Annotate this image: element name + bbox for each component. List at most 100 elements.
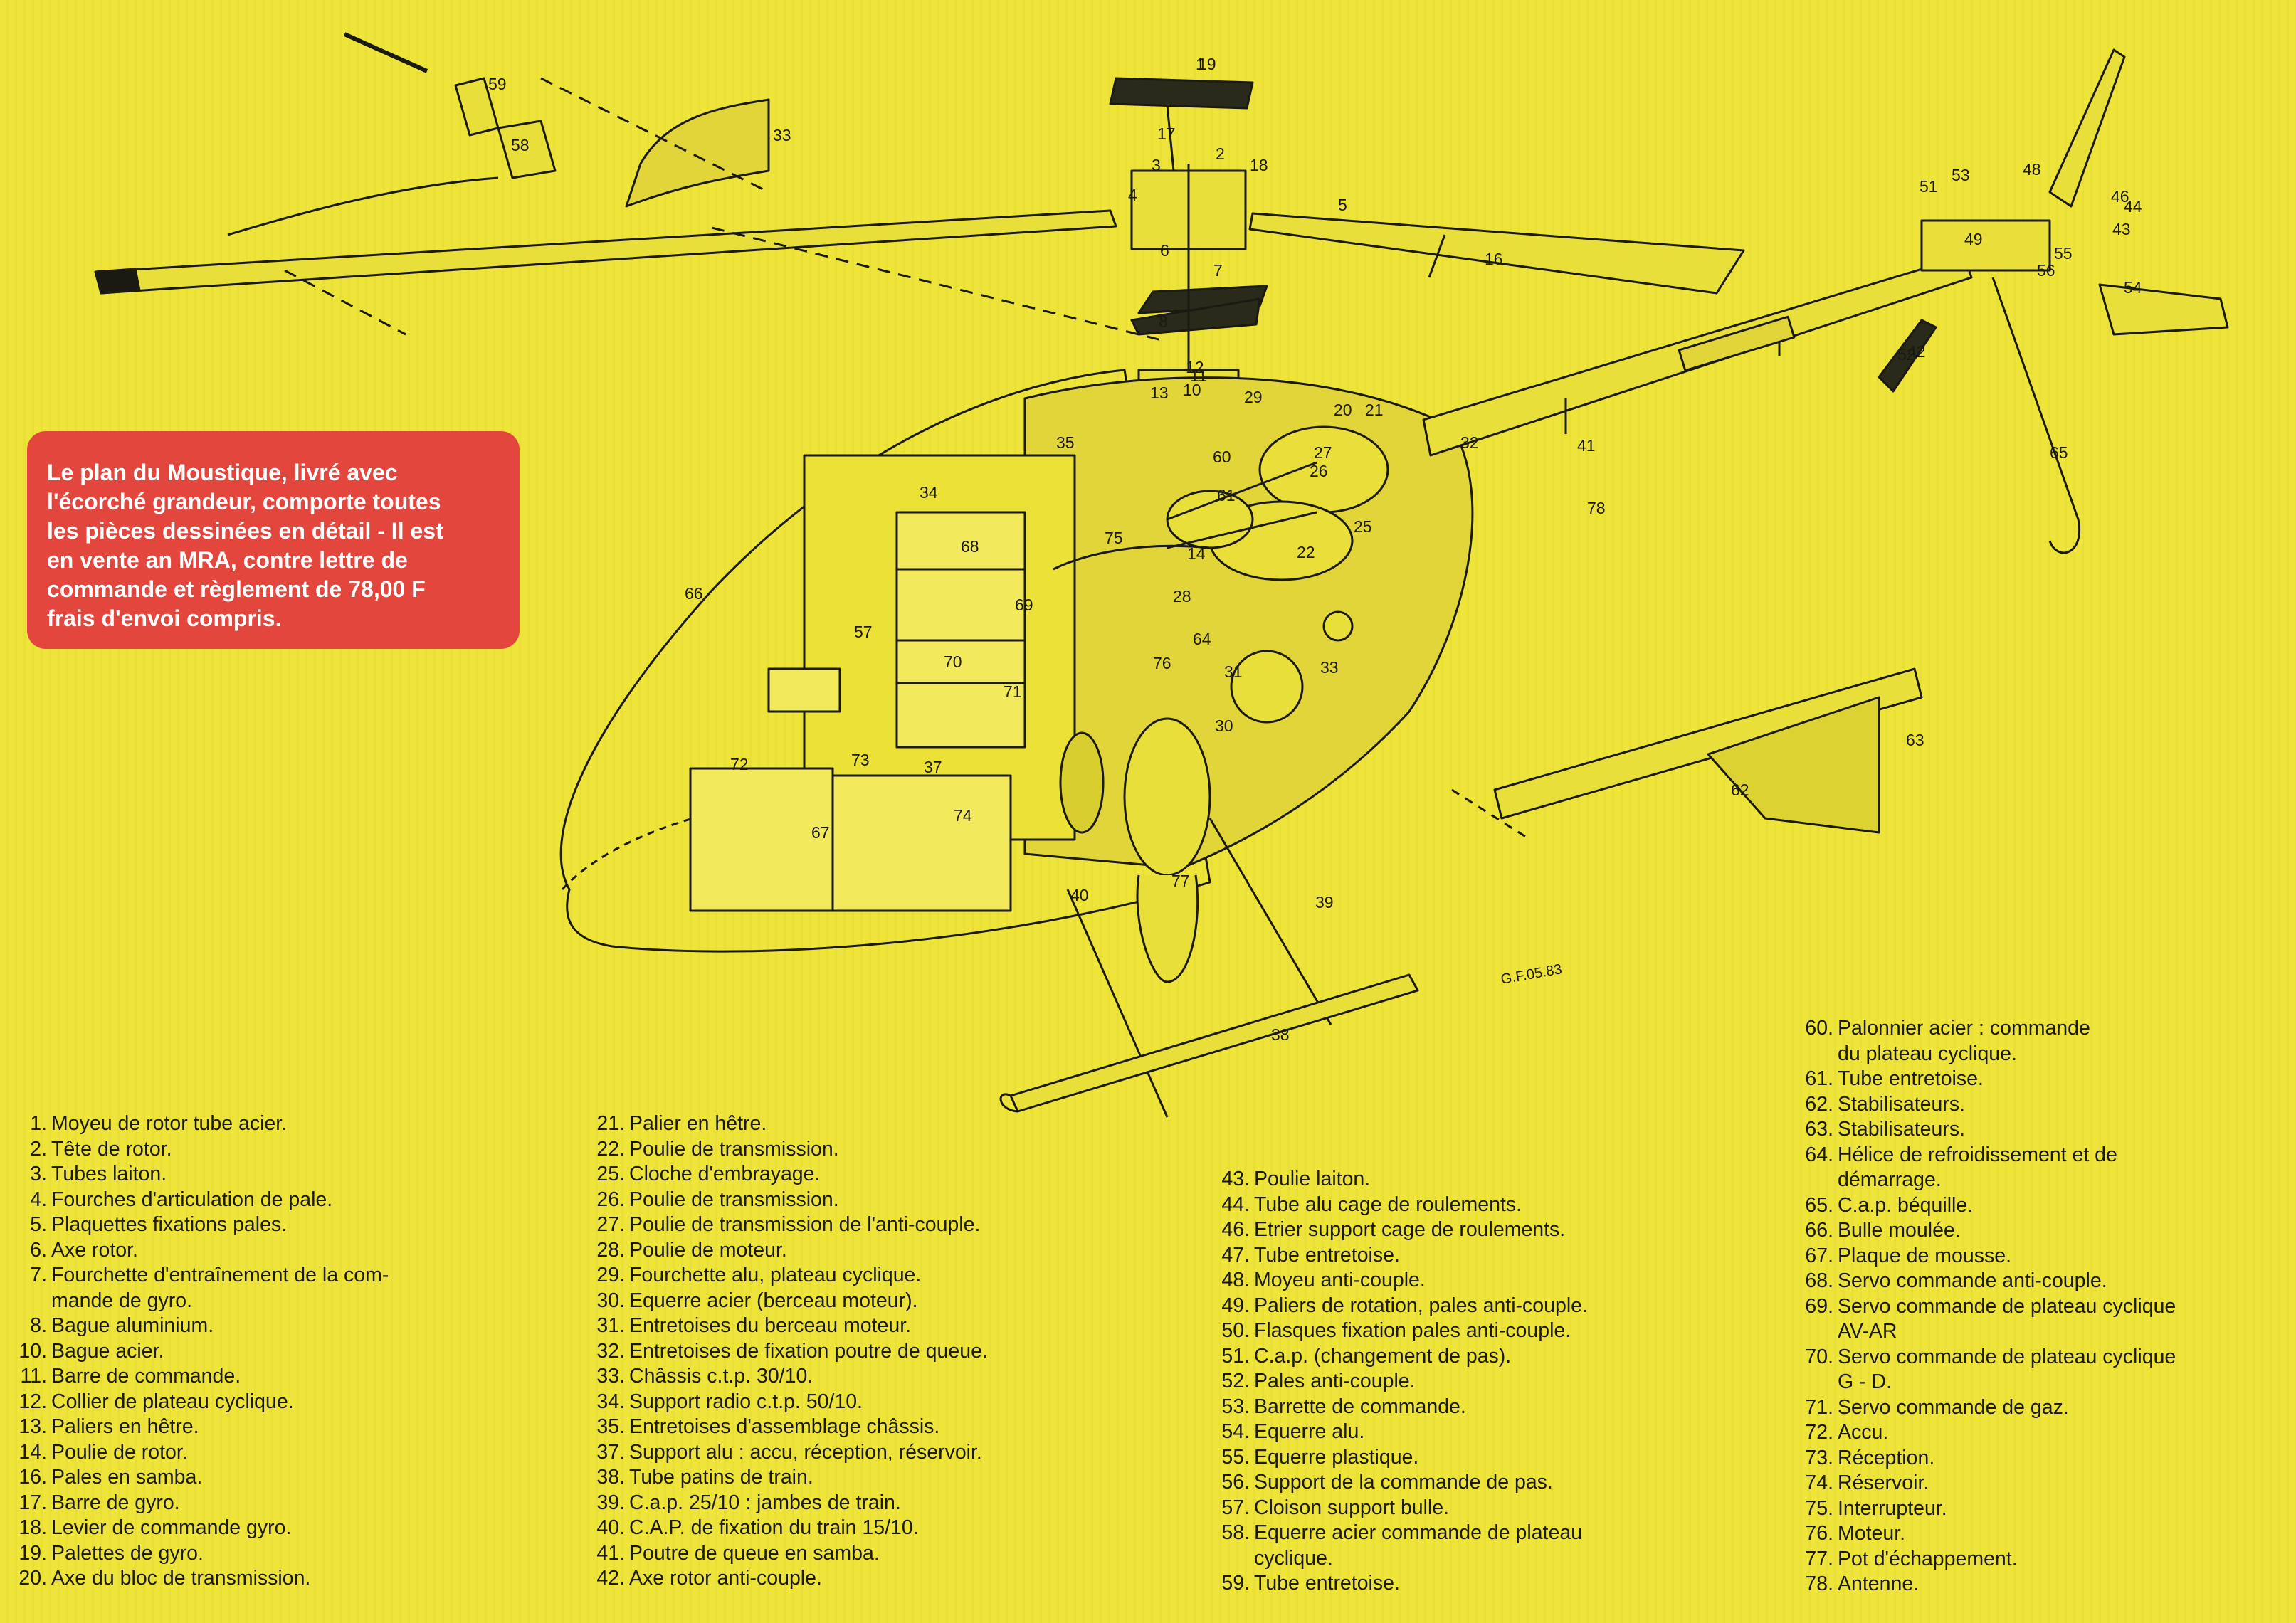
part-callout-label: 11 (1190, 366, 1207, 385)
legend-item-text: Levier de commande gyro. (51, 1516, 292, 1539)
legend-item-text: Support alu : accu, réception, réservoir… (629, 1440, 982, 1464)
legend-item-number: 37. (596, 1440, 625, 1464)
legend-item-text: Support radio c.t.p. 50/10. (629, 1390, 863, 1413)
legend-item: 43.Poulie laiton. (1210, 1167, 1850, 1193)
legend-item-text: Support de la commande de pas. (1254, 1471, 1553, 1494)
part-callout-label: 22 (1297, 543, 1315, 561)
gyro-paddles (1109, 77, 1268, 336)
legend-item: 54.Equerre alu. (1210, 1420, 1850, 1445)
part-callout-label: 66 (685, 584, 703, 603)
part-callout-label: 28 (1173, 587, 1191, 606)
legend-item: 38.Tube patins de train. (585, 1465, 1226, 1491)
legend-item-text: Hélice de refroidissement et de démarrag… (1838, 1143, 2117, 1192)
legend-item-number: 41. (596, 1541, 625, 1565)
legend-item-number: 71. (1805, 1395, 1833, 1419)
legend-item-text: Poulie de transmission de l'anti-couple. (629, 1213, 981, 1236)
legend-item-text: Poulie de transmission. (629, 1188, 839, 1211)
part-callout-label: 5 (1338, 196, 1347, 214)
part-callout-label: 14 (1187, 544, 1206, 563)
part-callout-label: 34 (920, 483, 938, 502)
legend-item-number: 44. (1221, 1193, 1250, 1216)
legend-item-text: Fourchette d'entraînement de la com- man… (51, 1264, 389, 1312)
part-callout-label: 63 (1906, 731, 1924, 749)
legend-item-text: Servo commande de gaz. (1838, 1395, 2069, 1419)
part-callout-label: 31 (1224, 662, 1243, 681)
part-callout-label: 57 (854, 623, 873, 641)
part-callout-label: 71 (1004, 682, 1022, 701)
main-rotor-blade-right (1248, 212, 1745, 295)
legend-item: 62.Stabilisateurs. (1794, 1092, 2292, 1118)
part-callout-label: 73 (851, 751, 870, 769)
legend-item: 32.Entretoises de fixation poutre de que… (585, 1339, 1226, 1365)
legend-item-number: 27. (596, 1213, 625, 1236)
legend-item: 47.Tube entretoise. (1210, 1243, 1850, 1269)
part-callout-label: 10 (1183, 381, 1201, 399)
part-callout-label: 70 (944, 652, 962, 671)
legend-item-text: Fourches d'articulation de pale. (51, 1188, 333, 1211)
legend-item-number: 18. (19, 1516, 47, 1539)
part-callout-label: 16 (1485, 250, 1503, 268)
legend-item: 55.Equerre plastique. (1210, 1445, 1850, 1471)
legend-item-number: 10. (19, 1339, 47, 1363)
legend-item-text: Etrier support cage de roulements. (1254, 1218, 1566, 1241)
legend-item-number: 73. (1805, 1446, 1833, 1469)
legend-item-text: Palier en hêtre. (629, 1112, 767, 1135)
part-callout-label: 69 (1015, 596, 1033, 614)
part-callout-label: 48 (2023, 160, 2041, 179)
legend-item-number: 19. (19, 1541, 47, 1565)
legend-item: 6.Axe rotor. (7, 1238, 598, 1264)
legend-item-text: Paliers en hêtre. (51, 1415, 199, 1438)
part-callout-label: 59 (488, 75, 507, 93)
legend-item-text: Stabilisateurs. (1838, 1092, 1966, 1116)
legend-item-number: 21. (596, 1112, 625, 1135)
legend-item-text: Poulie laiton. (1254, 1168, 1371, 1190)
legend-item-number: 65. (1805, 1193, 1833, 1217)
legend-item-number: 64. (1805, 1143, 1833, 1166)
legend-item: 26.Poulie de transmission. (585, 1188, 1226, 1213)
callout-text: Le plan du Moustique, livré avec l'écorc… (47, 460, 443, 631)
legend-item-text: Servo commande anti-couple. (1838, 1269, 2107, 1292)
legend-item: 50.Flasques fixation pales anti-couple. (1210, 1318, 1850, 1344)
part-callout-label: 76 (1153, 654, 1171, 672)
legend-item-text: Bulle moulée. (1838, 1219, 1961, 1242)
legend-item-number: 8. (30, 1314, 47, 1337)
legend-item: 66.Bulle moulée. (1794, 1218, 2292, 1244)
legend-item: 60.Palonnier acier : commande du plateau… (1794, 1016, 2292, 1067)
part-callout-label: 46 (2111, 187, 2129, 206)
legend-item-text: Barrette de commande. (1254, 1395, 1466, 1418)
legend-item-text: Paliers de rotation, pales anti-couple. (1254, 1294, 1588, 1317)
part-callout-label: 43 (2112, 220, 2131, 238)
legend-item: 10.Bague acier. (7, 1339, 598, 1365)
legend-item-number: 13. (19, 1415, 47, 1438)
part-callout-label: 8 (1159, 312, 1168, 331)
legend-item: 72.Accu. (1794, 1420, 2292, 1446)
legend-item: 21.Palier en hêtre. (585, 1111, 1226, 1137)
legend-item-number: 70. (1805, 1345, 1833, 1368)
legend-item-number: 77. (1805, 1547, 1833, 1570)
legend-item-number: 51. (1221, 1344, 1250, 1368)
legend-item: 64.Hélice de refroidissement et de démar… (1794, 1143, 2292, 1193)
legend-item: 33.Châssis c.t.p. 30/10. (585, 1364, 1226, 1390)
legend-item-text: Collier de plateau cyclique. (51, 1390, 294, 1413)
part-callout-label: 72 (730, 755, 749, 773)
legend-item-text: Pot d'échappement. (1838, 1547, 2018, 1570)
plan-ordering-callout: Le plan du Moustique, livré avec l'écorc… (27, 431, 520, 649)
legend-item-number: 31. (596, 1314, 625, 1337)
legend-item-text: Réservoir. (1838, 1471, 1929, 1494)
legend-item-text: Axe rotor anti-couple. (629, 1567, 822, 1590)
legend-item: 30.Equerre acier (berceau moteur). (585, 1289, 1226, 1314)
part-callout-label: 64 (1193, 630, 1211, 648)
legend-item-number: 66. (1805, 1219, 1833, 1242)
legend-item-text: Tube entretoise. (1254, 1572, 1400, 1595)
main-rotor-blade-left (94, 209, 1117, 295)
legend-item-number: 75. (1805, 1496, 1833, 1520)
legend-item-number: 14. (19, 1440, 47, 1464)
legend-item-text: Tête de rotor. (51, 1137, 172, 1161)
part-callout-label: 41 (1577, 436, 1596, 455)
legend-item-number: 33. (596, 1365, 625, 1387)
legend-column-1: 1.Moyeu de rotor tube acier.2.Tête de ro… (7, 1111, 598, 1592)
part-callout-label: 49 (1964, 230, 1983, 248)
legend-item-number: 4. (30, 1188, 47, 1211)
part-callout-label: 35 (1056, 433, 1075, 452)
part-callout-label: 6 (1160, 241, 1169, 260)
